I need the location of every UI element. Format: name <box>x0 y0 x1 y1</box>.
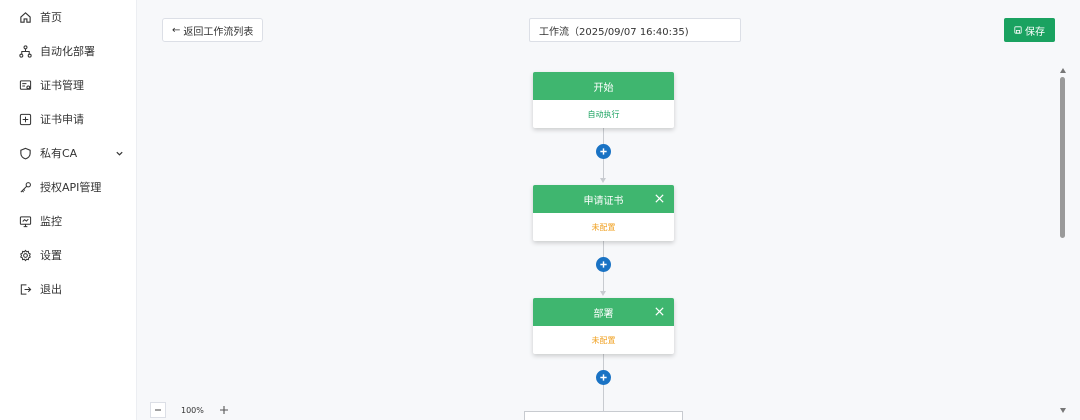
node-status: 未配置 <box>533 213 674 241</box>
sidebar-item-monitor[interactable]: 监控 <box>0 204 137 238</box>
close-icon[interactable] <box>654 193 665 204</box>
connector-arrow <box>600 291 606 296</box>
save-button-label: 保存 <box>1025 26 1045 38</box>
sidebar-item-label: 设置 <box>40 249 62 262</box>
gear-icon <box>19 249 32 262</box>
key-icon <box>19 181 32 194</box>
certificate-icon <box>19 79 32 92</box>
chevron-down-icon[interactable] <box>115 148 124 157</box>
logout-icon <box>19 283 32 296</box>
home-icon <box>19 11 32 24</box>
zoom-controls: 100% <box>150 402 232 418</box>
sidebar-item-settings[interactable]: 设置 <box>0 238 137 272</box>
plus-icon <box>600 374 607 381</box>
scroll-up-icon[interactable] <box>1060 68 1066 73</box>
node-status-text: 未配置 <box>591 335 616 345</box>
node-title: 部署 <box>593 308 614 320</box>
scroll-thumb[interactable] <box>1060 77 1065 238</box>
workflow-title-value: 工作流（2025/09/07 16:40:35) <box>539 26 689 38</box>
add-node-button[interactable] <box>596 144 611 159</box>
node-status-text: 自动执行 <box>587 109 620 119</box>
workflow-node-end[interactable] <box>524 411 683 420</box>
sidebar-item-label: 自动化部署 <box>40 45 95 58</box>
connector-arrow <box>600 178 606 183</box>
minus-icon <box>155 409 161 411</box>
node-header: 申请证书 <box>533 185 674 213</box>
sidebar-item-label: 私有CA <box>40 147 78 160</box>
node-status: 自动执行 <box>533 100 674 128</box>
add-node-button[interactable] <box>596 257 611 272</box>
node-header: 部署 <box>533 298 674 326</box>
sidebar-item-label: 授权API管理 <box>40 181 102 194</box>
arrow-left-icon: ← <box>172 24 181 36</box>
zoom-out-button[interactable] <box>150 402 166 418</box>
sidebar-item-auto-deploy[interactable]: 自动化部署 <box>0 34 137 68</box>
workflow-title-input[interactable]: 工作流（2025/09/07 16:40:35) <box>529 18 741 42</box>
sidebar-item-cert-management[interactable]: 证书管理 <box>0 68 137 102</box>
workflow-icon <box>19 44 32 58</box>
sidebar-item-label: 证书管理 <box>40 79 84 92</box>
zoom-level: 100% <box>181 405 204 415</box>
sidebar-item-logout[interactable]: 退出 <box>0 272 137 306</box>
close-icon[interactable] <box>654 306 665 317</box>
sidebar-item-label: 退出 <box>40 283 62 296</box>
node-title: 开始 <box>593 82 614 94</box>
sidebar-item-private-ca[interactable]: 私有CA <box>0 136 137 170</box>
shield-icon <box>19 147 32 160</box>
scroll-down-icon[interactable] <box>1060 408 1066 413</box>
node-header: 开始 <box>533 72 674 100</box>
plus-icon <box>600 261 607 268</box>
sidebar-item-api-auth[interactable]: 授权API管理 <box>0 170 137 204</box>
sidebar-item-label: 证书申请 <box>40 113 84 126</box>
plus-icon <box>219 406 228 414</box>
sidebar-item-home[interactable]: 首页 <box>0 0 137 34</box>
node-status: 未配置 <box>533 326 674 354</box>
plus-icon <box>600 148 607 155</box>
node-title: 申请证书 <box>583 195 624 207</box>
plus-square-icon <box>19 113 32 126</box>
sidebar-item-label: 监控 <box>40 215 62 228</box>
sidebar-item-cert-apply[interactable]: 证书申请 <box>0 102 137 136</box>
workflow-canvas[interactable]: ← 返回工作流列表 工作流（2025/09/07 16:40:35) 保存 开始… <box>137 0 1080 420</box>
back-to-list-button[interactable]: ← 返回工作流列表 <box>162 18 264 42</box>
zoom-in-button[interactable] <box>216 402 232 418</box>
save-button[interactable]: 保存 <box>1004 18 1055 42</box>
monitor-icon <box>19 215 32 228</box>
back-button-label: 返回工作流列表 <box>183 26 254 38</box>
node-status-text: 未配置 <box>591 222 616 232</box>
sidebar-item-label: 首页 <box>40 11 62 24</box>
save-icon <box>1014 26 1022 34</box>
workflow-node-start[interactable]: 开始 自动执行 <box>533 72 674 128</box>
add-node-button[interactable] <box>596 370 611 385</box>
sidebar: 首页 自动化部署 证书管理 证书申请 私有CA 授权API管理 <box>0 0 137 420</box>
workflow-node-deploy[interactable]: 部署 未配置 <box>533 298 674 354</box>
vertical-scrollbar[interactable] <box>1058 64 1068 420</box>
workflow-node-apply-cert[interactable]: 申请证书 未配置 <box>533 185 674 241</box>
